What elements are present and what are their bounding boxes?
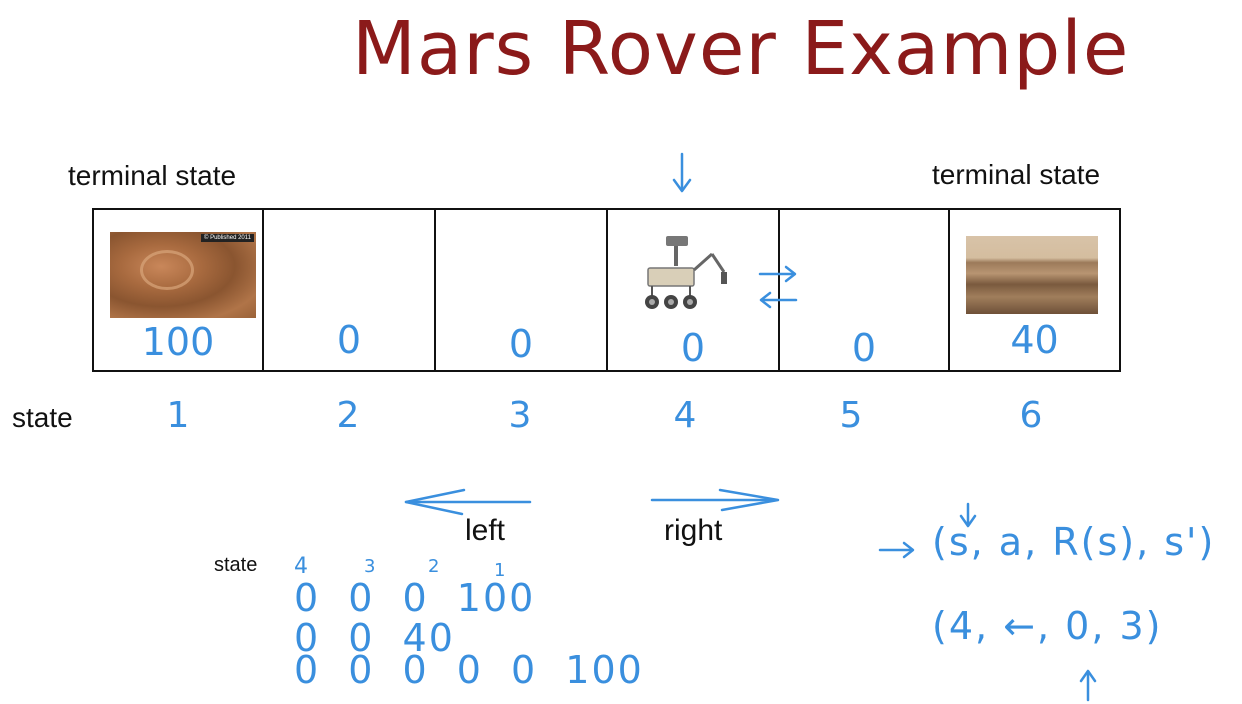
landscape-image [966,236,1098,314]
left-action-label: left [465,514,506,547]
right-action-label: right [664,514,723,547]
down-arrow-s-icon [959,502,977,528]
sequence-state-label: state [214,554,258,576]
state-number-2: 2 [336,395,360,436]
tuple-general: (s, a, R(s), s') [932,520,1216,564]
state-number-6: 6 [1019,395,1043,436]
state-number-1: 1 [166,395,190,436]
reward-1: 100 [141,320,215,364]
reward-3: 0 [508,322,534,366]
crater-caption: © Published 2011 [200,234,254,242]
state-cell-6: 40 [948,208,1121,372]
tuple-example: (4, ←, 0, 3) [932,604,1163,648]
crater-image: © Published 2011 [110,232,256,318]
reward-2: 0 [336,318,362,362]
terminal-state-label-left: terminal state [68,160,237,191]
sequence-1: 0 0 0 100 [294,576,536,620]
right-arrow-icon [650,488,780,512]
reward-6: 40 [1010,318,1059,362]
state-cell-4: 0 [606,208,780,372]
state-number-4: 4 [673,395,697,436]
rover-icon [645,236,727,309]
terminal-state-label-right: terminal state [932,159,1101,190]
down-arrow-icon [672,152,692,193]
left-arrow-icon [404,488,532,516]
sequence-3: 0 0 0 0 0 100 [294,648,644,692]
state-number-5: 5 [839,395,863,436]
sequence-header-2: 2 [428,556,440,577]
page-title: Mars Rover Example [352,6,1130,92]
sequence-header-1: 1 [494,560,506,581]
reward-4: 0 [680,326,706,370]
up-arrow-icon [1079,669,1097,702]
swap-arrows-icon [758,265,798,309]
tuple-pointer-arrow-icon [878,541,915,559]
reward-5: 0 [851,326,877,370]
sequence-header-3: 3 [364,556,376,577]
sequence-2: 0 0 40 [294,616,455,660]
sequence-header-4: 4 [294,554,308,579]
state-number-3: 3 [508,395,532,436]
state-row-label: state [12,402,73,433]
state-cell-1: © Published 2011 100 [92,208,264,372]
